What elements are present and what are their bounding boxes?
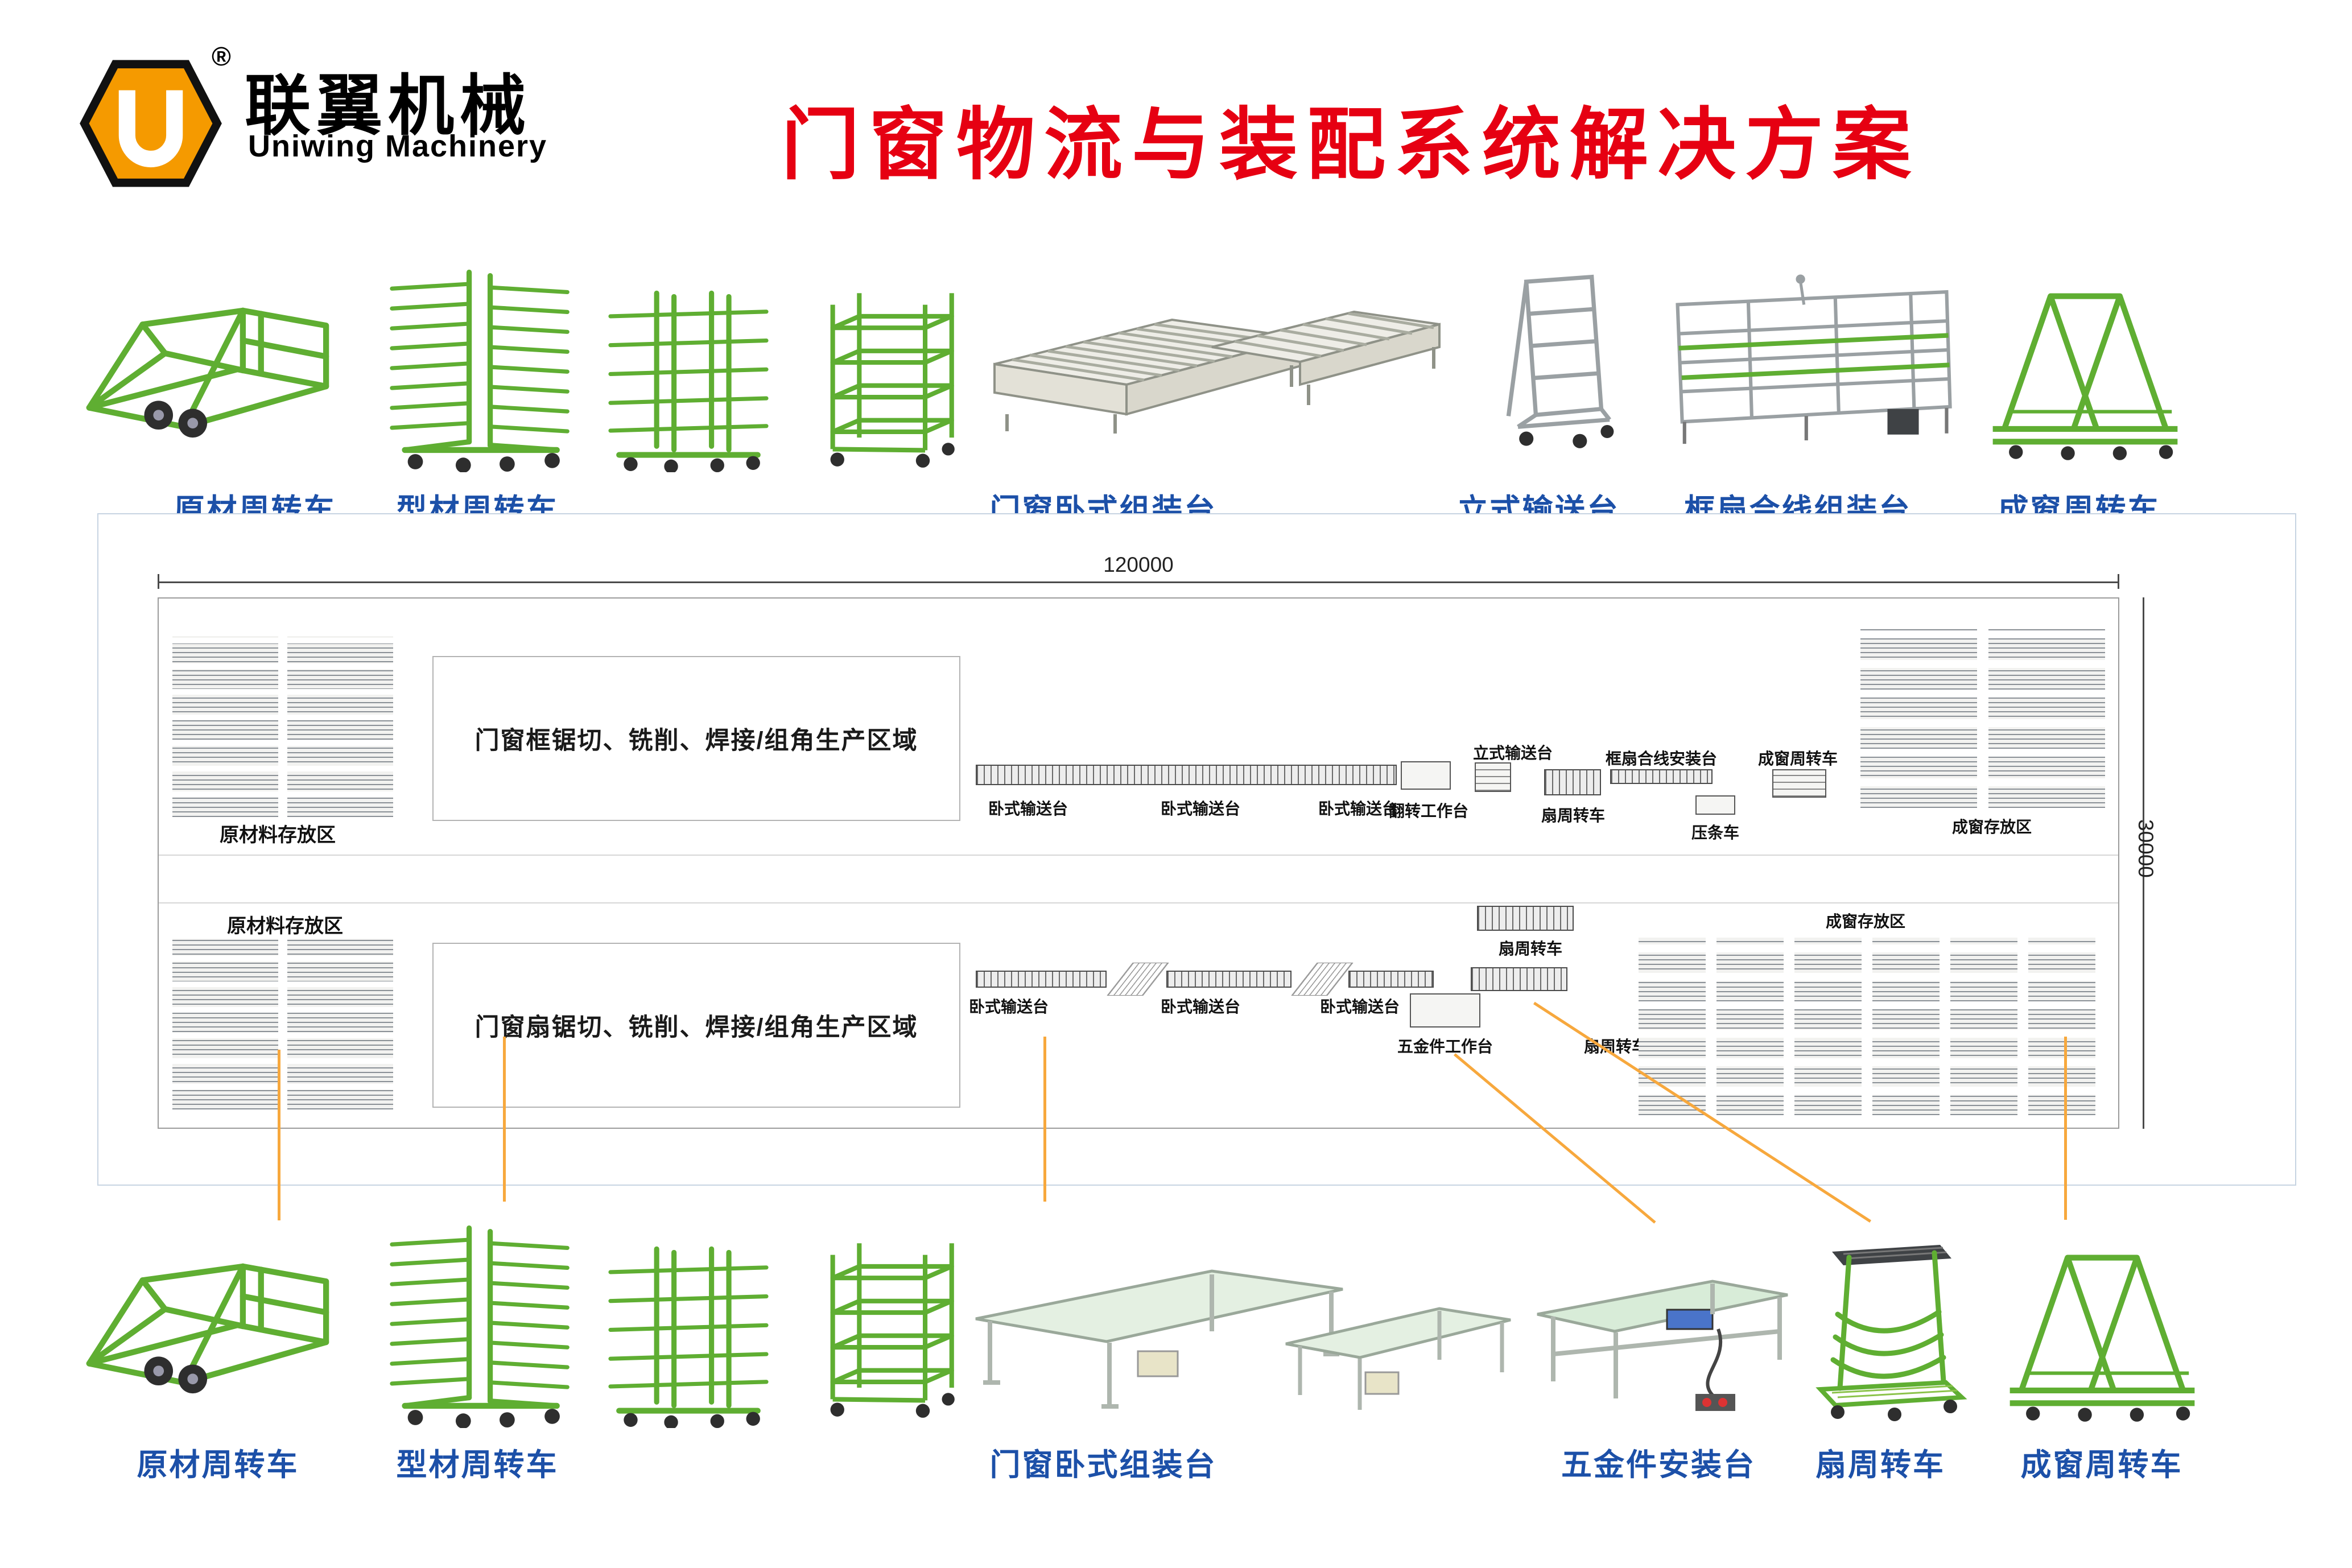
dimension-tick-left xyxy=(158,574,159,589)
plan-frame-sash-install-bar xyxy=(1610,769,1713,784)
registered-trademark: ® xyxy=(212,42,231,71)
production-zone-frame: 门窗框锯切、铣削、焊接/组角生产区域 xyxy=(432,656,960,821)
dimension-width-value: 120000 xyxy=(1096,553,1181,577)
plan-label-vertical-conveyor: 立式输送台 xyxy=(1472,744,1553,762)
arm-rack-cart-icon-bottom xyxy=(600,1237,777,1428)
plan-label-horiz-conveyor-1b: 卧式输送台 xyxy=(1160,800,1241,818)
trailer-cart-icon-bottom xyxy=(80,1223,336,1411)
plan-label-flip-table: 翻转工作台 xyxy=(1388,802,1469,820)
shelf-cart-icon xyxy=(808,282,962,472)
plan-label-finished-storage-2: 成窗存放区 xyxy=(1825,913,1906,930)
plan-bead-cart-box xyxy=(1695,795,1735,815)
plan-label-horiz-conveyor-2b: 卧式输送台 xyxy=(1160,998,1241,1016)
plan-label-frame-sash-install: 框扇合线安装台 xyxy=(1605,750,1718,768)
uniwing-hexagon-logo xyxy=(80,52,222,195)
dimension-height-value: 30000 xyxy=(2134,819,2157,878)
bottom-label-assembly-table: 门窗卧式组装台 xyxy=(989,1448,1217,1482)
plan-label-bead-cart: 压条车 xyxy=(1691,824,1740,841)
plan-vertical-conveyor-box xyxy=(1475,762,1511,792)
aisle-line-lower xyxy=(159,902,2118,903)
connector-bottom-finished-cart xyxy=(2064,1037,2067,1220)
plan-label-sash-cart-2a: 扇周转车 xyxy=(1498,940,1563,958)
plan-label-horiz-conveyor-2c: 卧式输送台 xyxy=(1319,998,1400,1016)
arm-rack-cart-icon xyxy=(600,282,777,472)
bottom-label-finished-cart: 成窗周转车 xyxy=(2020,1448,2183,1482)
shelf-cart-icon-bottom xyxy=(808,1232,962,1422)
bottom-label-hardware-table: 五金件安装台 xyxy=(1561,1448,1756,1482)
page-title: 门窗物流与装配系统解决方案 xyxy=(781,101,1921,189)
brand-name-cn: 联翼机械 xyxy=(245,69,531,143)
bottom-label-profile-cart: 型材周转车 xyxy=(396,1448,559,1482)
bottom-label-sash-cart: 扇周转车 xyxy=(1815,1448,1945,1482)
plan-conveyor-bar-2b xyxy=(1166,971,1291,988)
brand-name-en: Uniwing Machinery xyxy=(248,129,548,163)
plan-label-raw-storage-1: 原材料存放区 xyxy=(220,824,336,846)
production-zone-sash: 门窗扇锯切、铣削、焊接/组角生产区域 xyxy=(432,943,960,1108)
profile-rack-cart-icon xyxy=(381,262,575,472)
dimension-line-width xyxy=(158,581,2119,583)
a-frame-cart-icon-bottom xyxy=(1991,1235,2213,1431)
plan-hardware-table-box xyxy=(1410,993,1480,1028)
raw-material-storage-racks-bottom xyxy=(172,939,402,1109)
plan-finished-cart-box xyxy=(1772,769,1826,798)
profile-rack-cart-icon-bottom xyxy=(381,1218,575,1428)
plan-label-horiz-conveyor-1a: 卧式输送台 xyxy=(988,800,1068,818)
plan-label-horiz-conveyor-2a: 卧式输送台 xyxy=(968,998,1049,1016)
floor-plan-boundary xyxy=(158,597,2119,1129)
plan-conveyor-bar-1 xyxy=(976,765,1397,785)
sash-rack-cart-icon xyxy=(1798,1229,1969,1422)
finished-window-storage-racks-bottom xyxy=(1639,938,2105,1115)
connector-bottom-profile-cart xyxy=(503,1037,506,1202)
plan-label-horiz-conveyor-1c: 卧式输送台 xyxy=(1318,800,1398,818)
plan-label-finished-cart: 成窗周转车 xyxy=(1757,750,1838,768)
a-frame-cart-icon xyxy=(1974,273,2196,469)
trailer-cart-icon xyxy=(80,267,336,455)
plan-label-hardware-table: 五金件工作台 xyxy=(1397,1038,1493,1055)
aisle-line-upper xyxy=(159,855,2118,856)
dimension-tick-right xyxy=(2118,574,2119,589)
plan-sash-cart-box-bottom xyxy=(1471,967,1567,991)
plan-sash-cart-box-line1 xyxy=(1544,769,1601,795)
assembly-tables-icon xyxy=(967,1246,1513,1422)
plan-conveyor-bar-2a xyxy=(976,971,1107,988)
vertical-conveyor-icon xyxy=(1491,267,1621,464)
hardware-workbench-icon xyxy=(1525,1246,1798,1422)
connector-bottom-assembly-table xyxy=(1043,1037,1046,1202)
production-zone-sash-label: 门窗扇锯切、铣削、焊接/组角生产区域 xyxy=(474,1014,918,1041)
frame-sash-assembly-machine-icon xyxy=(1661,267,1963,464)
production-zone-frame-label: 门窗框锯切、铣削、焊接/组角生产区域 xyxy=(474,727,918,754)
bottom-label-raw-cart: 原材周转车 xyxy=(137,1448,299,1482)
roller-conveyor-table-icon xyxy=(984,279,1451,455)
plan-sash-cart-box-top xyxy=(1477,906,1574,931)
plan-conveyor-bar-2c xyxy=(1348,971,1434,988)
dimension-line-height xyxy=(2143,597,2144,1129)
finished-window-storage-racks-top xyxy=(1860,629,2116,808)
plan-label-finished-storage-1: 成窗存放区 xyxy=(1951,818,2032,836)
connector-bottom-raw-cart xyxy=(278,1050,280,1220)
raw-material-storage-racks-top xyxy=(172,636,402,817)
plan-label-raw-storage-2: 原材料存放区 xyxy=(227,915,343,937)
plan-label-sash-cart-line1: 扇周转车 xyxy=(1541,807,1606,824)
plan-flip-table-box xyxy=(1401,761,1451,790)
